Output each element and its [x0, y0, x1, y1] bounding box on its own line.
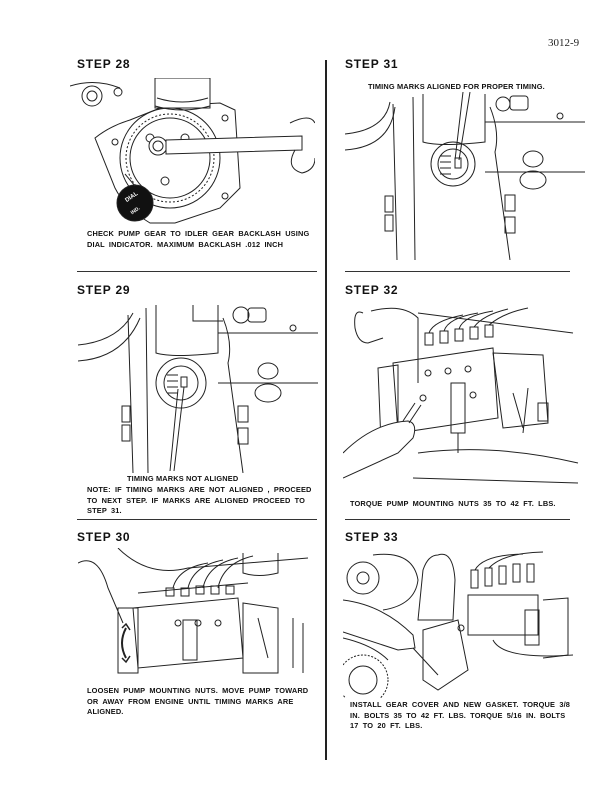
step-30: STEP 30 — [77, 530, 327, 544]
step-title: STEP 33 — [345, 530, 399, 544]
step-29-illustration — [78, 305, 318, 473]
step-29: STEP 29 — [77, 283, 327, 297]
step-32: STEP 32 — [345, 283, 595, 297]
step-title: STEP 30 — [77, 530, 131, 544]
step-33: STEP 33 — [345, 530, 595, 544]
timing-marks-aligned-label: TIMING MARKS ALIGNED FOR PROPER TIMING. — [368, 82, 545, 91]
step-28: STEP 28 — [77, 57, 327, 71]
step-28-caption: CHECK PUMP GEAR TO IDLER GEAR BACKLASH U… — [87, 229, 310, 249]
step-33-caption: INSTALL GEAR COVER AND NEW GASKET. TORQU… — [350, 700, 571, 730]
step-30-caption: LOOSEN PUMP MOUNTING NUTS. MOVE PUMP TOW… — [87, 686, 309, 716]
step-title: STEP 28 — [77, 57, 131, 71]
step-30-illustration — [78, 548, 309, 674]
timing-marks-not-aligned-label: TIMING MARKS NOT ALIGNED — [127, 474, 239, 483]
step-title: STEP 29 — [77, 283, 131, 297]
step-32-illustration — [343, 307, 579, 484]
step-title: STEP 32 — [345, 283, 399, 297]
svg-text:IND.: IND. — [130, 205, 142, 216]
step-29-caption: NOTE: IF TIMING MARKS ARE NOT ALIGNED , … — [87, 485, 312, 515]
step-33-illustration — [343, 551, 574, 698]
divider-line — [345, 519, 570, 520]
divider-line — [77, 519, 317, 520]
step-32-caption: TORQUE PUMP MOUNTING NUTS 35 TO 42 FT. L… — [350, 499, 556, 508]
step-28-illustration: DIAL IND. — [70, 78, 315, 224]
step-31-illustration — [345, 92, 585, 260]
column-divider — [325, 60, 327, 760]
divider-line — [345, 271, 570, 272]
step-title: STEP 31 — [345, 57, 399, 71]
step-31: STEP 31 — [345, 57, 595, 71]
page-number: 3012-9 — [548, 37, 580, 49]
divider-line — [77, 271, 317, 272]
